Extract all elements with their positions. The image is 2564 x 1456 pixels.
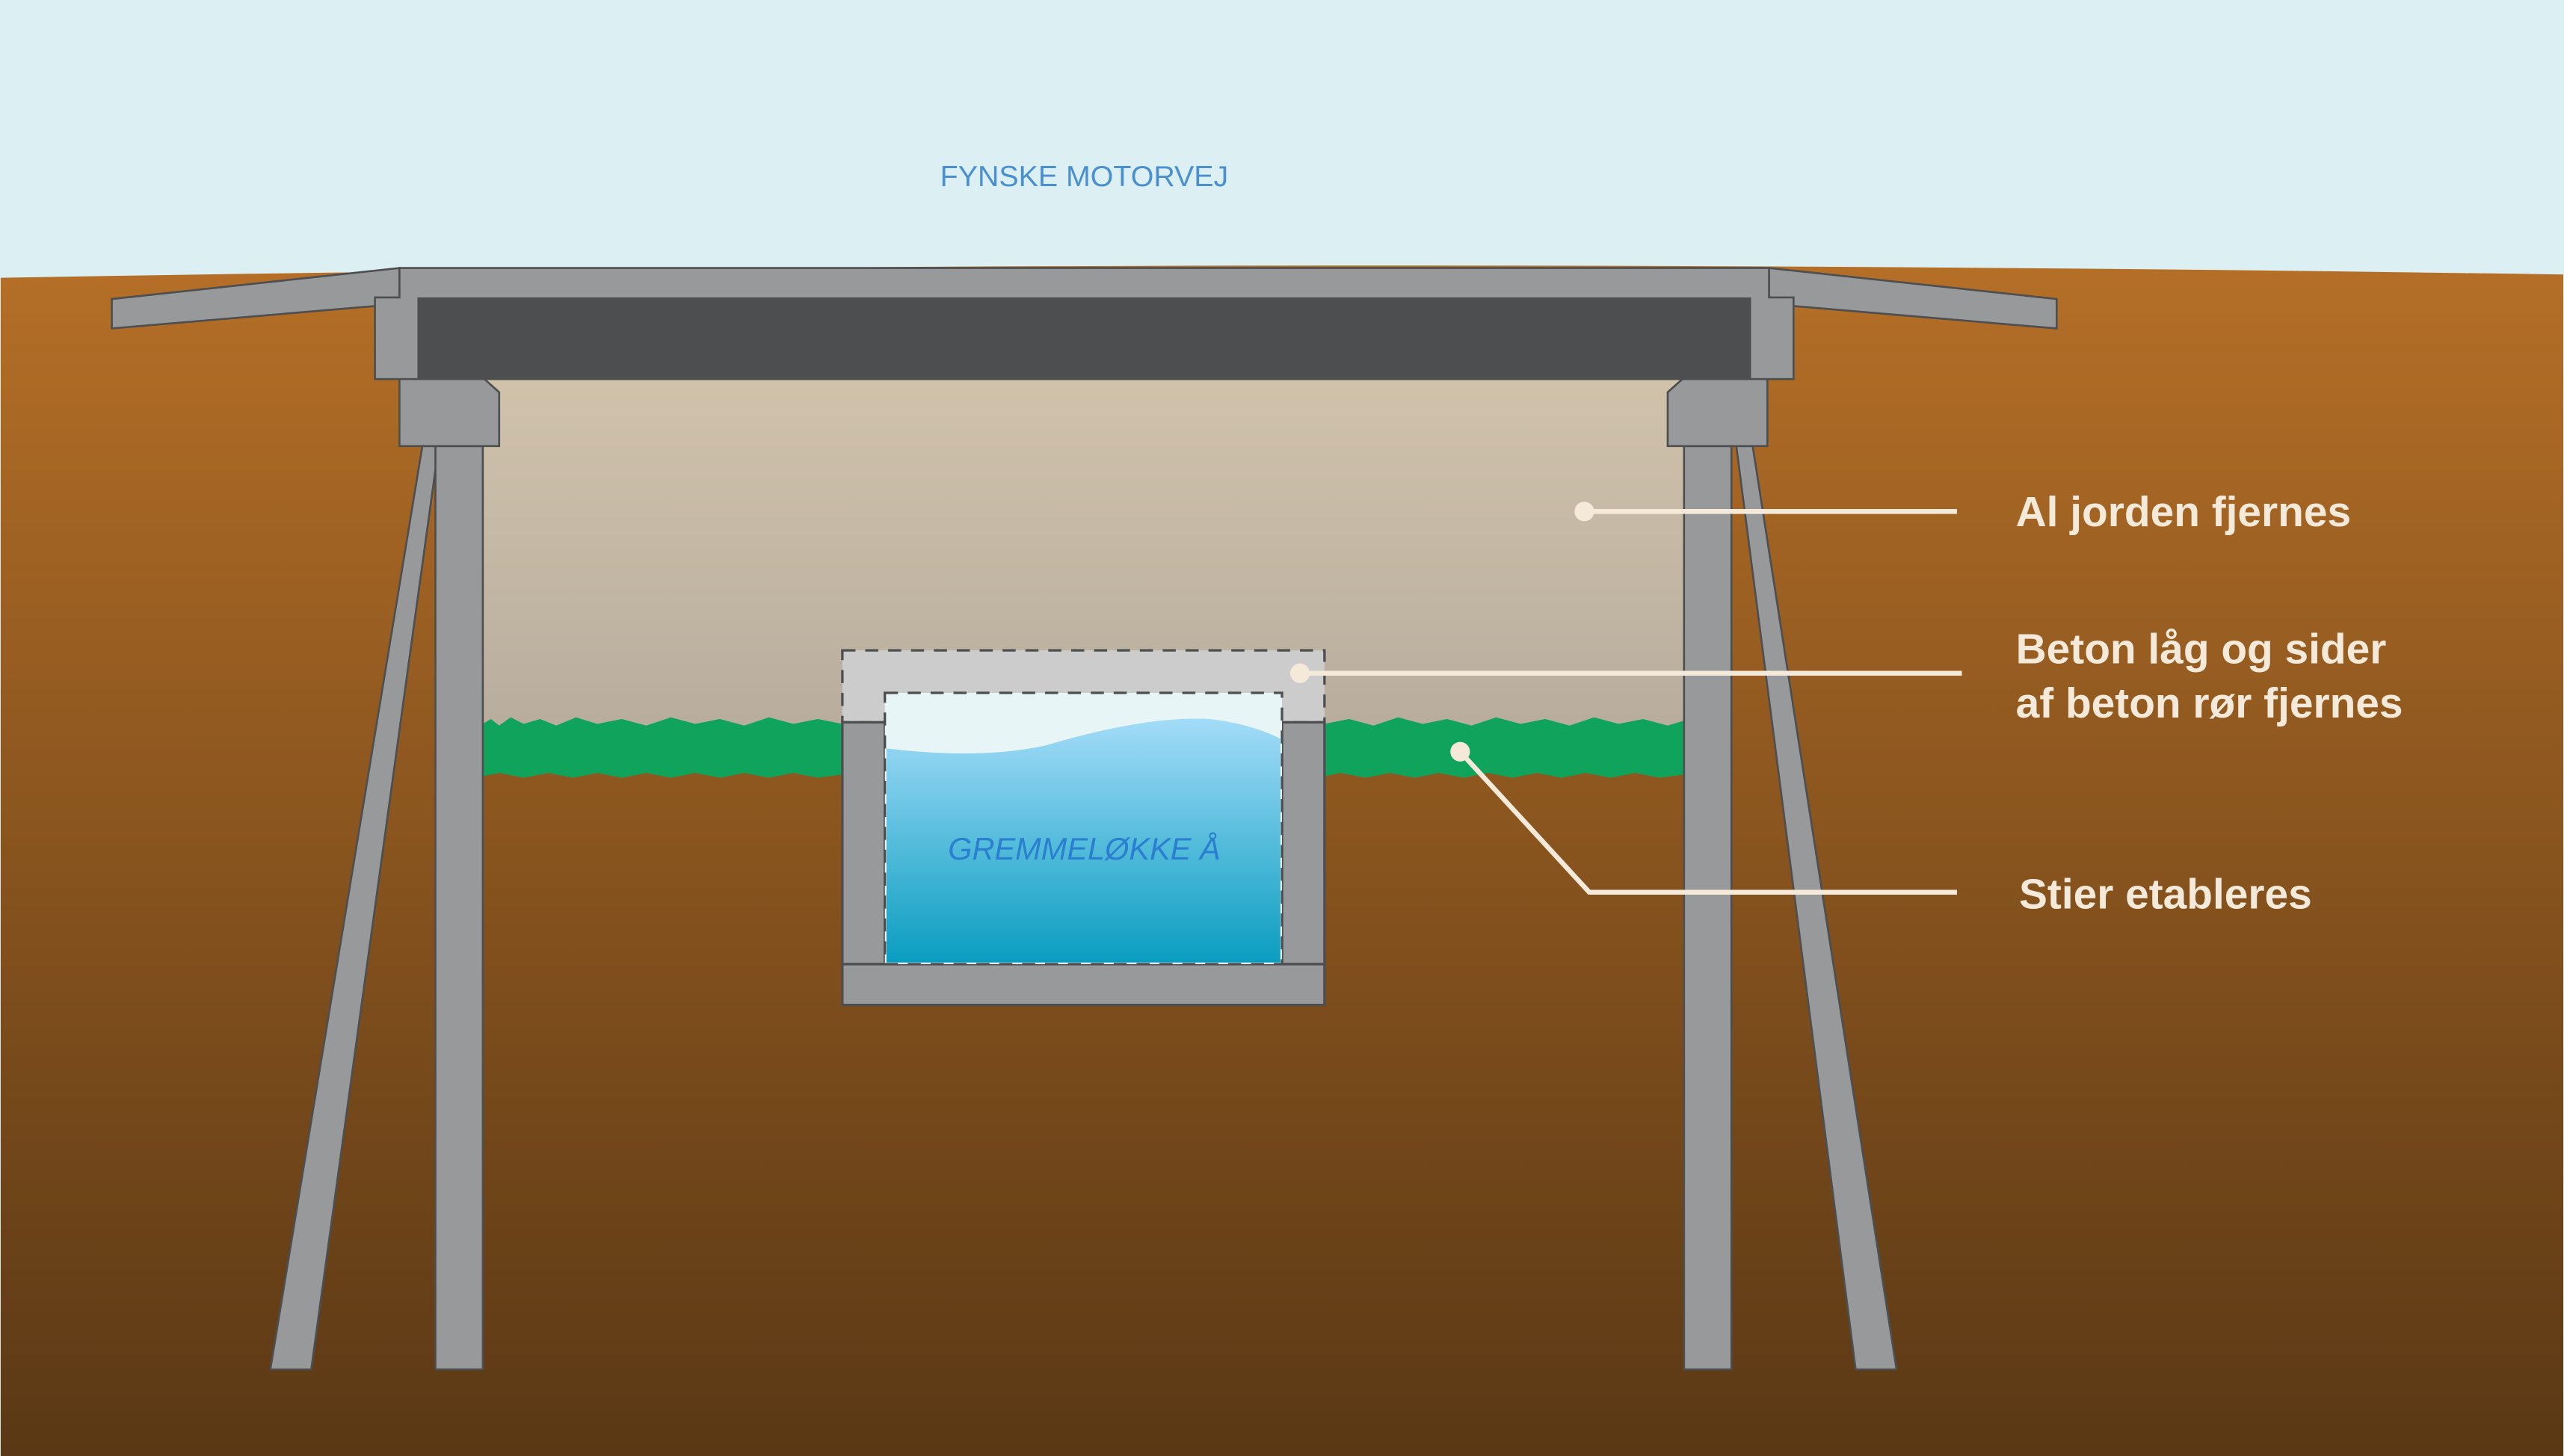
river-label: GREMMELØKKE Å <box>948 831 1221 866</box>
annotation-label-line-1: Beton låg og sider <box>2016 626 2387 673</box>
column-right <box>1683 445 1733 1371</box>
culvert-wall-left <box>841 721 887 966</box>
bridge-supports <box>111 267 2058 1371</box>
culvert <box>841 649 1326 1007</box>
annotation-dot <box>1574 502 1594 522</box>
column-left <box>434 445 484 1371</box>
annotation-label: Al jorden fjernes <box>2016 489 2351 536</box>
culvert-base <box>841 963 1326 1007</box>
leader-line <box>1458 750 1957 895</box>
bridge-deck-slab <box>417 297 1751 380</box>
annotation-concrete: Beton låg og sider af beton rør fjernes <box>1289 626 2403 727</box>
annotation-soil: Al jorden fjernes <box>1574 489 2351 536</box>
grass-path-right <box>1324 717 1684 778</box>
annotation-paths: Stier etableres <box>1450 741 2312 919</box>
culvert-wall-right <box>1281 721 1326 966</box>
bearing-right <box>1666 377 1769 448</box>
bearing-left <box>398 377 501 448</box>
water <box>886 718 1281 963</box>
annotation-label: Stier etableres <box>2019 872 2312 919</box>
annotation-label-line-2: af beton rør fjernes <box>2016 680 2403 727</box>
road-label: FYNSKE MOTORVEJ <box>940 160 1229 193</box>
grass-path-left <box>482 717 842 778</box>
